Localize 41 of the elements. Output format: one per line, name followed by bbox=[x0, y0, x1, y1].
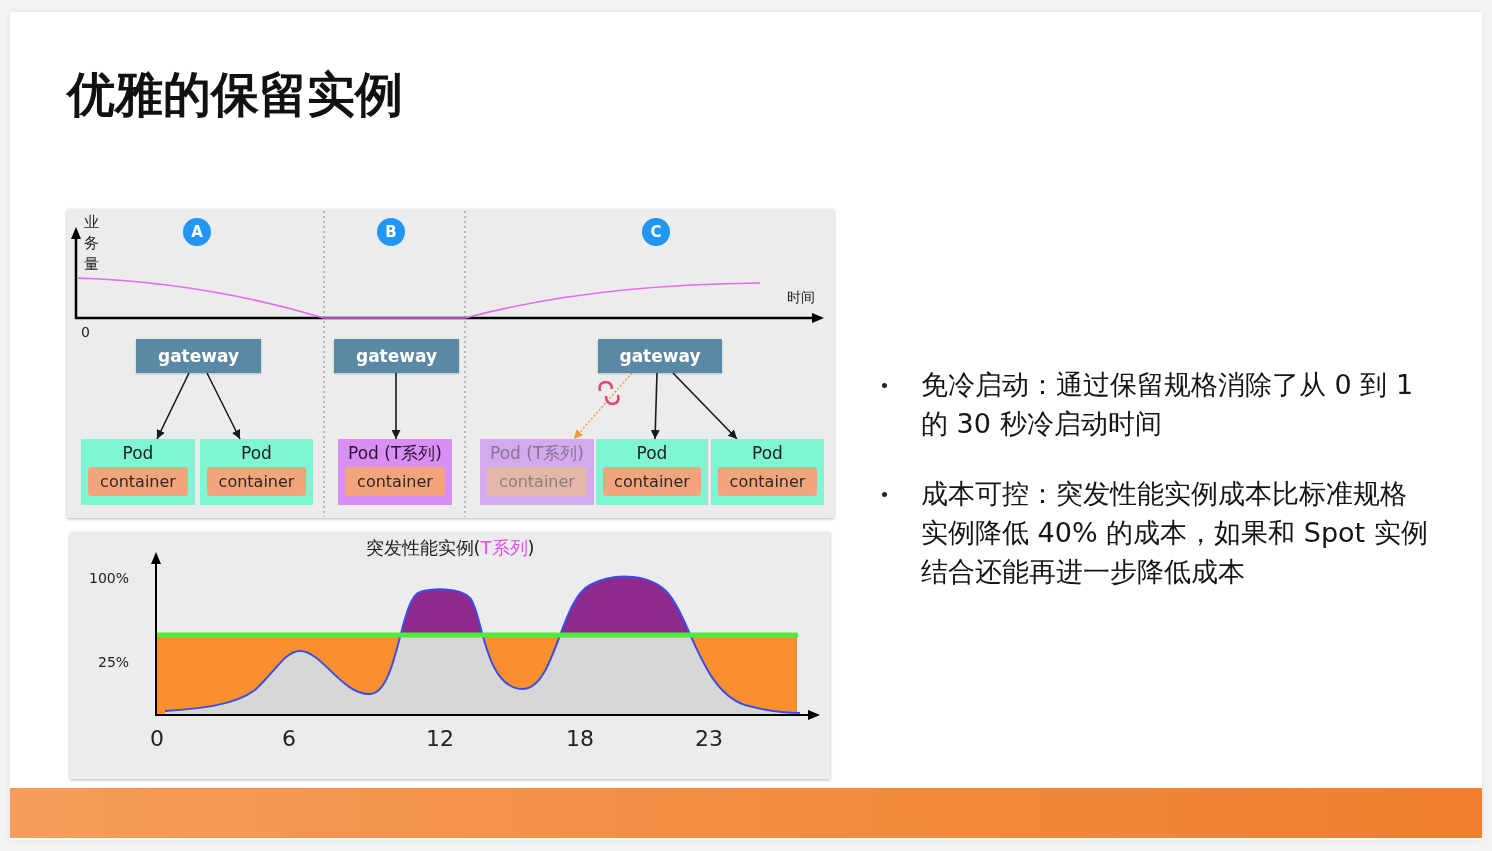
bullet-text: 免冷启动：通过保留规格消除了从 0 到 1 的 30 秒冷启动时间 bbox=[921, 368, 1415, 441]
container-box: container bbox=[487, 467, 587, 496]
pod-box bbox=[81, 439, 195, 505]
pod-label: Pod (T系列) bbox=[490, 443, 584, 463]
pod-label: Pod bbox=[122, 443, 154, 463]
pod-box bbox=[480, 439, 594, 505]
pod-label: Pod (T系列) bbox=[348, 443, 442, 463]
gateway-box: gateway bbox=[598, 339, 722, 373]
arrow bbox=[672, 372, 738, 440]
tick-label: 100% bbox=[89, 569, 130, 587]
tick-label: 6 bbox=[282, 726, 296, 752]
container-box: container bbox=[603, 467, 701, 496]
pod-label: Pod bbox=[241, 443, 272, 463]
container-box: container bbox=[345, 467, 445, 496]
arrow bbox=[206, 372, 241, 440]
gateway-box: gateway bbox=[334, 339, 459, 373]
container-box: container bbox=[718, 467, 817, 496]
bullet-text: 成本可控：突发性能实例成本比标准规格实例降低 40% 的成本，如果和 Spot 实例结合还能再进一步降低成本 bbox=[921, 477, 1429, 589]
slide-title: 优雅的保留实例 bbox=[67, 65, 403, 124]
axis-label: 时间 bbox=[787, 288, 815, 306]
container-box: container bbox=[207, 467, 306, 496]
container-box: container bbox=[88, 467, 188, 496]
pod-box bbox=[711, 439, 824, 505]
arrow bbox=[391, 372, 401, 440]
arrow bbox=[156, 372, 190, 440]
arrow bbox=[650, 372, 660, 440]
gateway-box: gateway bbox=[136, 339, 261, 373]
arrow bbox=[573, 372, 633, 440]
pod-box bbox=[338, 439, 452, 505]
pod-box bbox=[200, 439, 313, 505]
tick-label: 23 bbox=[695, 726, 723, 752]
pod-box bbox=[596, 439, 708, 505]
chart-title: 突发性能实例(T系列) bbox=[365, 537, 535, 559]
axis-label: 业务量 bbox=[84, 212, 100, 275]
tick-label: 0 bbox=[81, 323, 90, 341]
tick-label: 12 bbox=[426, 726, 454, 752]
tick-label: 25% bbox=[98, 653, 130, 671]
pod-label: Pod bbox=[752, 443, 783, 463]
pod-label: Pod bbox=[636, 443, 668, 463]
tick-label: 0 bbox=[150, 726, 164, 752]
tick-label: 18 bbox=[566, 726, 594, 752]
